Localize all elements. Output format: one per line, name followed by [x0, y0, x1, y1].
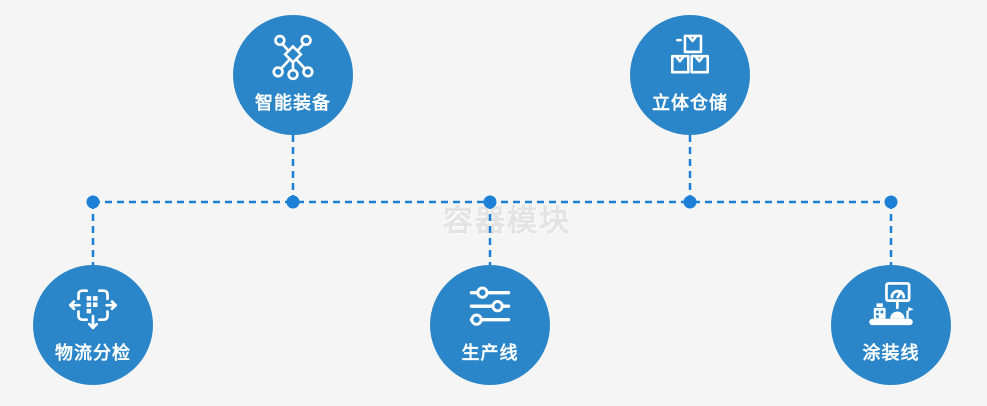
node-label: 智能装备: [255, 93, 331, 113]
stacked-boxes-icon: [661, 28, 719, 86]
watermark-text: 容器模块: [443, 205, 571, 238]
sorting-arrows-icon: [64, 278, 122, 336]
network-nodes-icon: [264, 28, 322, 86]
sliders-icon: [461, 278, 519, 336]
machine-console-icon: [862, 278, 920, 336]
junction-dot: [483, 195, 497, 209]
node-label: 生产线: [461, 343, 519, 363]
junction-dot: [86, 195, 100, 209]
junction-dot: [884, 195, 898, 209]
node-stereo-warehouse[interactable]: 立体仓储: [630, 15, 750, 135]
node-smart-equipment[interactable]: 智能装备: [233, 15, 353, 135]
node-production-line[interactable]: 生产线: [430, 265, 550, 385]
node-label: 涂装线: [862, 343, 920, 363]
junction-dot: [683, 195, 697, 209]
node-label: 立体仓储: [652, 93, 728, 113]
node-painting-line[interactable]: 涂装线: [831, 265, 951, 385]
node-label: 物流分检: [55, 343, 131, 363]
node-logistics-sorting[interactable]: 物流分检: [33, 265, 153, 385]
junction-dot: [286, 195, 300, 209]
